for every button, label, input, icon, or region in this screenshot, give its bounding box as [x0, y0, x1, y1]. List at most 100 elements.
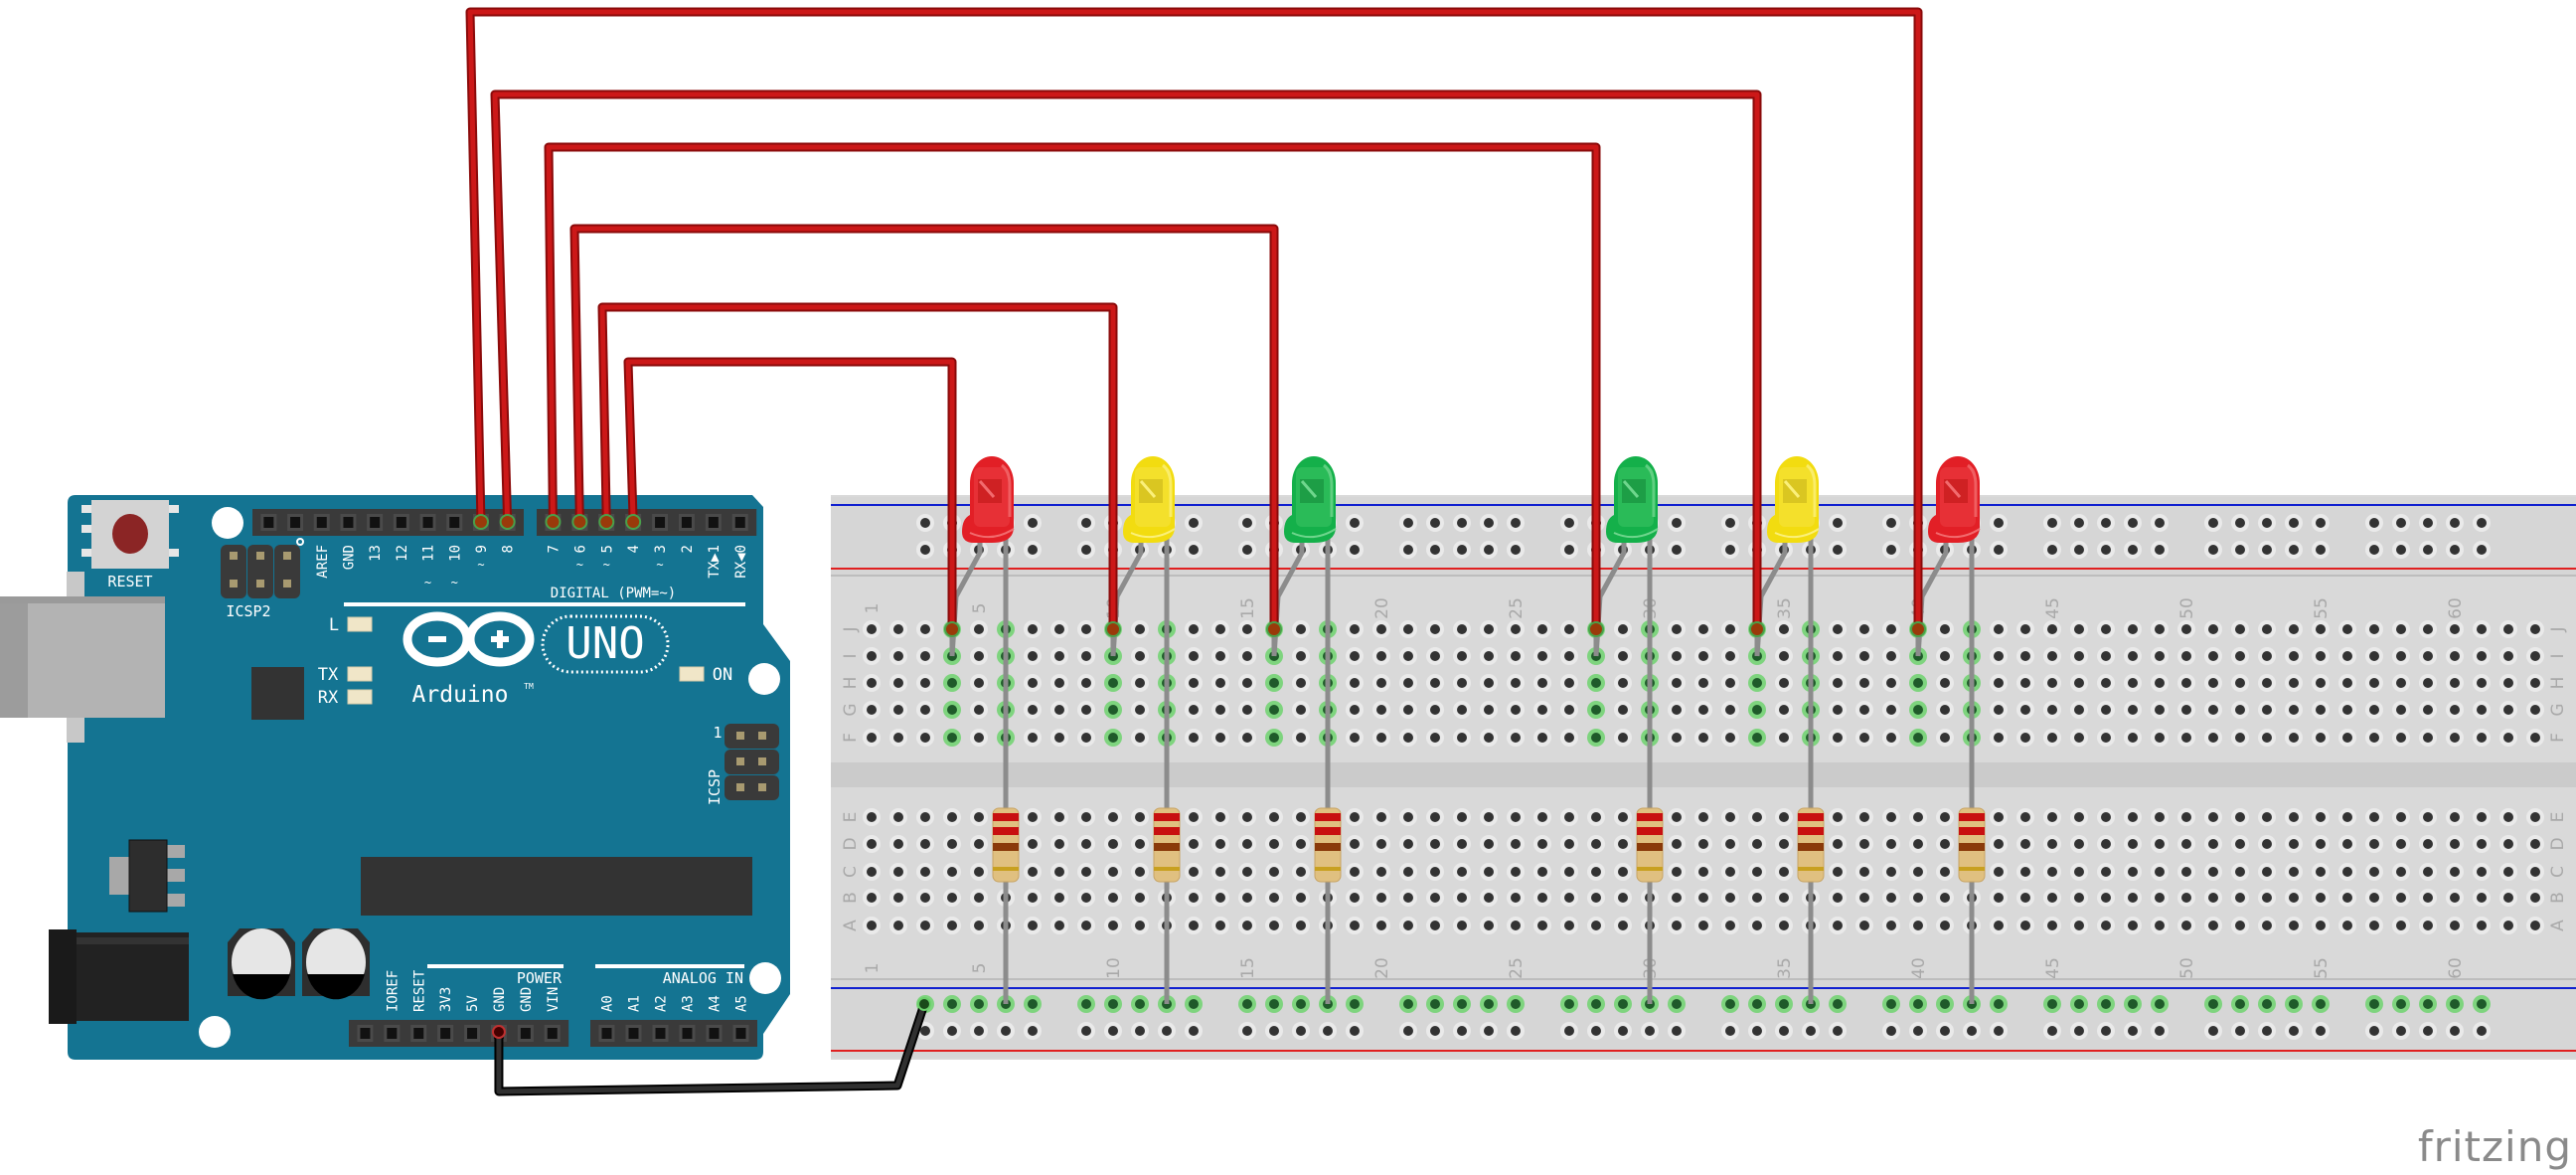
breadboard-hole-J52[interactable] — [2231, 620, 2249, 638]
breadboard-hole-C2[interactable] — [889, 863, 907, 881]
breadboard-hole-I57[interactable] — [2365, 647, 2383, 665]
breadboard-hole-A11[interactable] — [1131, 917, 1149, 934]
breadboard-hole-E10[interactable] — [1104, 808, 1122, 826]
breadboard-hole-F28[interactable] — [1587, 729, 1605, 747]
top-rail-hole[interactable] — [1507, 514, 1525, 532]
top-rail-hole[interactable] — [2231, 514, 2249, 532]
bottom-rail-hole[interactable] — [1829, 995, 1847, 1013]
breadboard-hole-G39[interactable] — [1882, 701, 1900, 719]
breadboard-hole-H41[interactable] — [1936, 674, 1954, 692]
breadboard-hole-C9[interactable] — [1077, 863, 1095, 881]
breadboard-hole-A48[interactable] — [2124, 917, 2142, 934]
breadboard-hole-H16[interactable] — [1265, 674, 1283, 692]
breadboard-hole-D19[interactable] — [1346, 835, 1364, 853]
breadboard-hole-H50[interactable] — [2177, 674, 2195, 692]
breadboard-hole-H47[interactable] — [2097, 674, 2115, 692]
bottom-rail-hole[interactable] — [1909, 995, 1927, 1013]
breadboard-hole-I3[interactable] — [916, 647, 934, 665]
top-rail-hole[interactable] — [2285, 514, 2303, 532]
breadboard-hole-E51[interactable] — [2204, 808, 2222, 826]
bottom-rail-hole[interactable] — [1990, 1022, 2008, 1040]
bottom-rail-hole[interactable] — [1265, 995, 1283, 1013]
breadboard-hole-E38[interactable] — [1855, 808, 1873, 826]
breadboard-hole-I9[interactable] — [1077, 647, 1095, 665]
breadboard-hole-B40[interactable] — [1909, 889, 1927, 907]
breadboard-hole-A34[interactable] — [1748, 917, 1766, 934]
bottom-rail-hole[interactable] — [2097, 1022, 2115, 1040]
breadboard-hole-C34[interactable] — [1748, 863, 1766, 881]
breadboard-hole-B23[interactable] — [1453, 889, 1471, 907]
breadboard-hole-E61[interactable] — [2473, 808, 2491, 826]
breadboard-hole-F9[interactable] — [1077, 729, 1095, 747]
breadboard-hole-J2[interactable] — [889, 620, 907, 638]
breadboard-hole-J21[interactable] — [1399, 620, 1417, 638]
breadboard-hole-F48[interactable] — [2124, 729, 2142, 747]
breadboard-hole-A25[interactable] — [1507, 917, 1525, 934]
breadboard-hole-G35[interactable] — [1775, 701, 1793, 719]
breadboard-hole-E16[interactable] — [1265, 808, 1283, 826]
breadboard-hole-A38[interactable] — [1855, 917, 1873, 934]
bottom-rail-hole[interactable] — [2365, 995, 2383, 1013]
breadboard-hole-I7[interactable] — [1024, 647, 1042, 665]
breadboard-hole-F50[interactable] — [2177, 729, 2195, 747]
breadboard-hole-H37[interactable] — [1829, 674, 1847, 692]
breadboard-hole-D21[interactable] — [1399, 835, 1417, 853]
top-rail-hole[interactable] — [1560, 541, 1578, 559]
top-rail-hole[interactable] — [1426, 541, 1444, 559]
breadboard-hole-A54[interactable] — [2285, 917, 2303, 934]
breadboard-hole-F55[interactable] — [2312, 729, 2330, 747]
breadboard-hole-C29[interactable] — [1614, 863, 1632, 881]
breadboard-hole-H38[interactable] — [1855, 674, 1873, 692]
breadboard-hole-H3[interactable] — [916, 674, 934, 692]
breadboard-hole-A22[interactable] — [1426, 917, 1444, 934]
breadboard-hole-I24[interactable] — [1480, 647, 1498, 665]
bottom-rail-hole[interactable] — [1024, 995, 1042, 1013]
breadboard-hole-A29[interactable] — [1614, 917, 1632, 934]
breadboard-hole-I23[interactable] — [1453, 647, 1471, 665]
bottom-rail-hole[interactable] — [1077, 1022, 1095, 1040]
breadboard-hole-I39[interactable] — [1882, 647, 1900, 665]
breadboard-hole-J31[interactable] — [1668, 620, 1686, 638]
bottom-rail-hole[interactable] — [1936, 1022, 1954, 1040]
breadboard-hole-J20[interactable] — [1372, 620, 1390, 638]
top-rail-hole[interactable] — [2097, 541, 2115, 559]
breadboard-hole-D39[interactable] — [1882, 835, 1900, 853]
breadboard-hole-A26[interactable] — [1533, 917, 1551, 934]
top-rail-hole[interactable] — [916, 541, 934, 559]
breadboard-hole-J19[interactable] — [1346, 620, 1364, 638]
breadboard-hole-D26[interactable] — [1533, 835, 1551, 853]
breadboard-hole-I62[interactable] — [2499, 647, 2517, 665]
breadboard-hole-F7[interactable] — [1024, 729, 1042, 747]
breadboard-hole-A20[interactable] — [1372, 917, 1390, 934]
breadboard-hole-A39[interactable] — [1882, 917, 1900, 934]
breadboard-hole-D53[interactable] — [2258, 835, 2276, 853]
breadboard-hole-D14[interactable] — [1211, 835, 1229, 853]
top-rail-hole[interactable] — [1346, 541, 1364, 559]
breadboard-hole-D33[interactable] — [1721, 835, 1739, 853]
breadboard-hole-I44[interactable] — [2016, 647, 2034, 665]
bottom-rail-hole[interactable] — [2285, 995, 2303, 1013]
breadboard-hole-J47[interactable] — [2097, 620, 2115, 638]
breadboard-hole-C21[interactable] — [1399, 863, 1417, 881]
bottom-rail-hole[interactable] — [1963, 1022, 1981, 1040]
breadboard-hole-C49[interactable] — [2151, 863, 2169, 881]
breadboard-hole-J56[interactable] — [2338, 620, 2356, 638]
breadboard-hole-D29[interactable] — [1614, 835, 1632, 853]
breadboard-hole-B26[interactable] — [1533, 889, 1551, 907]
breadboard-hole-B19[interactable] — [1346, 889, 1364, 907]
breadboard-hole-I61[interactable] — [2473, 647, 2491, 665]
breadboard-hole-H34[interactable] — [1748, 674, 1766, 692]
breadboard-hole-C38[interactable] — [1855, 863, 1873, 881]
breadboard-hole-I52[interactable] — [2231, 647, 2249, 665]
breadboard-hole-D4[interactable] — [943, 835, 961, 853]
bottom-rail-hole[interactable] — [1668, 995, 1686, 1013]
breadboard-hole-A46[interactable] — [2070, 917, 2088, 934]
breadboard-hole-D55[interactable] — [2312, 835, 2330, 853]
top-rail-hole[interactable] — [1668, 541, 1686, 559]
breadboard-hole-F20[interactable] — [1372, 729, 1390, 747]
breadboard-hole-A8[interactable] — [1050, 917, 1068, 934]
breadboard-hole-F15[interactable] — [1238, 729, 1256, 747]
breadboard-hole-A45[interactable] — [2043, 917, 2061, 934]
breadboard-hole-H49[interactable] — [2151, 674, 2169, 692]
top-rail-hole[interactable] — [2392, 514, 2410, 532]
